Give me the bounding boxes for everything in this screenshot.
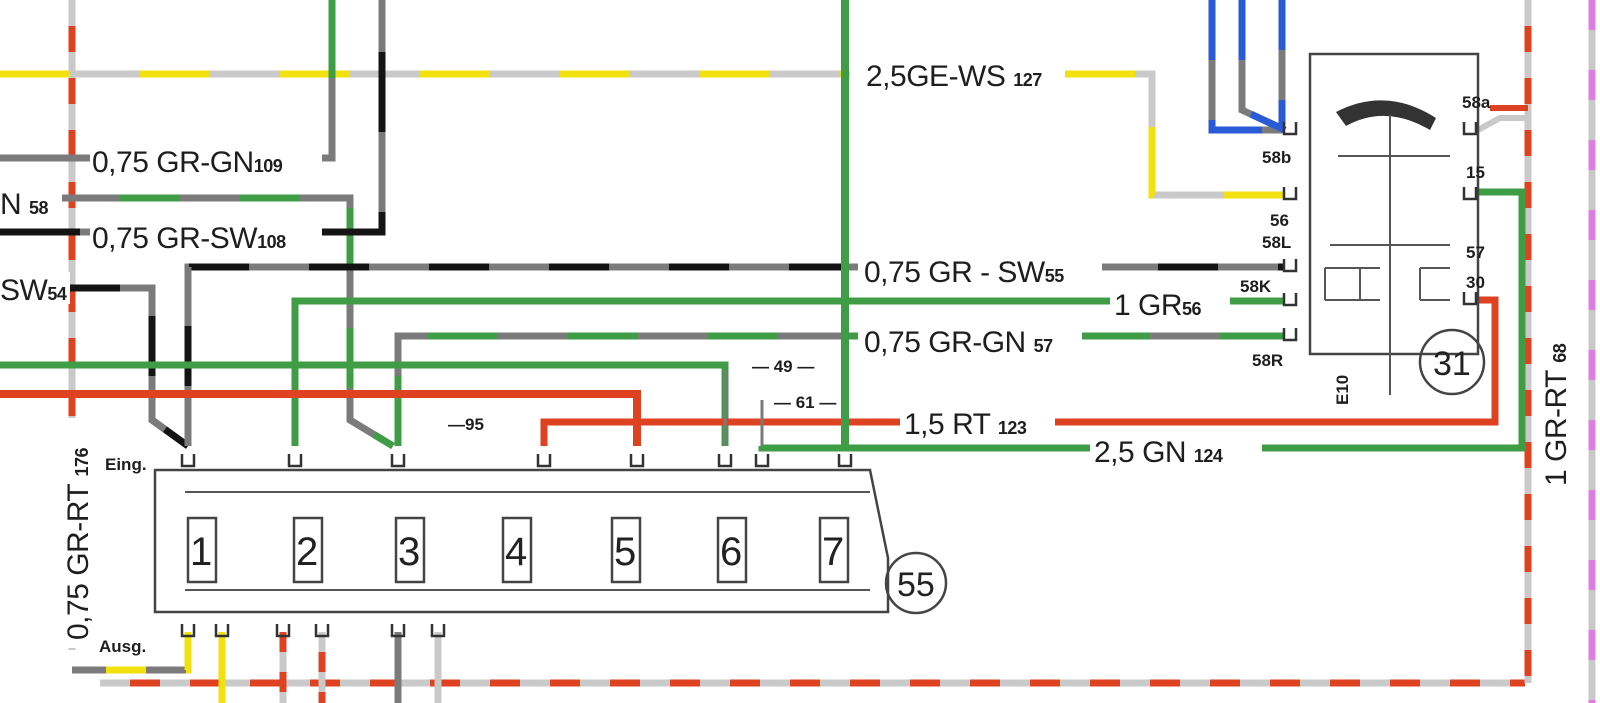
fuse-6: 6 xyxy=(716,516,748,584)
fuse-3-number: 3 xyxy=(398,530,420,574)
dimmer-terminal-5 xyxy=(1282,328,1298,342)
dimmer-terminal-7 xyxy=(1462,187,1478,201)
dimmer-terminal-1 xyxy=(1282,122,1298,136)
fuse-4-number: 4 xyxy=(505,530,527,574)
fuse-2-number: 2 xyxy=(296,530,318,574)
output-terminal-5 xyxy=(390,624,406,638)
fuse-1: 1 xyxy=(186,516,218,584)
output-terminal-4 xyxy=(314,624,330,638)
fuse-box: 1 2 3 4 5 6 7 55 Eing. Ausg. xyxy=(99,455,948,656)
wire-55 xyxy=(184,263,1285,446)
fuse-4: 4 xyxy=(501,516,533,584)
label-wire-108: 0,75 GR-SW108 xyxy=(92,222,286,255)
fusebox-output-label: Ausg. xyxy=(99,637,146,656)
input-terminal-6 xyxy=(717,454,733,468)
terminal-58k: 58K xyxy=(1240,277,1272,296)
label-wire-55: 0,75 GR - SW55 xyxy=(864,256,1064,289)
out-1 xyxy=(72,632,192,674)
label-wire-56: 1 GR56 xyxy=(1114,289,1202,322)
fuse-3: 3 xyxy=(394,516,426,584)
terminal-56: 56 xyxy=(1270,211,1289,230)
terminal-15: 15 xyxy=(1466,163,1485,182)
fuse-5: 5 xyxy=(610,516,642,584)
wire-124 xyxy=(758,188,1526,452)
wire-54 xyxy=(0,284,191,449)
input-terminal-2 xyxy=(287,454,303,468)
terminal-58b: 58b xyxy=(1262,148,1291,167)
fuse-1-number: 1 xyxy=(190,530,212,574)
wire-108 xyxy=(0,0,386,236)
label-wire-109: 0,75 GR-GN109 xyxy=(92,146,283,179)
label-wire-57: 0,75 GR-GN 57 xyxy=(864,326,1053,359)
label-wire-127: 2,5GE-WS 127 xyxy=(866,60,1042,93)
dimmer-terminal-2 xyxy=(1282,187,1298,201)
input-terminal-8 xyxy=(837,454,853,468)
label-wire-123: 1,5 RT 123 xyxy=(904,408,1027,441)
marker-95: —95 xyxy=(448,415,484,434)
wire-58b-1 xyxy=(1208,0,1285,134)
terminal-57: 57 xyxy=(1466,243,1485,262)
input-terminal-7 xyxy=(754,454,770,468)
label-wire-58: N 58 xyxy=(0,188,49,221)
input-terminal-1 xyxy=(180,454,196,468)
dimmer-terminal-6 xyxy=(1462,122,1478,136)
wire-labels: 2,5GE-WS 127 0,75 GR-GN109 N 58 0,75 GR-… xyxy=(0,56,1573,648)
wire-58 xyxy=(0,194,395,449)
dimmer-terminal-3 xyxy=(1282,259,1298,273)
output-terminal-1 xyxy=(180,624,196,638)
terminal-30: 30 xyxy=(1466,273,1485,292)
fusebox-id-badge: 55 xyxy=(897,566,935,604)
label-wire-54: SW54 xyxy=(0,274,67,307)
output-terminal-6 xyxy=(430,624,446,638)
dimmer-terminal-4 xyxy=(1282,293,1298,307)
input-terminal-3 xyxy=(390,454,406,468)
wire-58b-2 xyxy=(1238,0,1287,134)
wire-left-green xyxy=(0,361,729,446)
fuse-5-number: 5 xyxy=(614,530,636,574)
terminal-58a: 58a xyxy=(1462,93,1491,112)
dimmer-id-badge: 31 xyxy=(1433,345,1471,383)
label-wire-124: 2,5 GN 124 xyxy=(1094,436,1223,469)
terminal-58l: 58L xyxy=(1262,233,1291,252)
fuse-6-number: 6 xyxy=(720,530,742,574)
wire-57 xyxy=(394,332,1285,446)
fuse-7: 7 xyxy=(818,516,850,584)
e10-label: E10 xyxy=(1333,375,1352,405)
terminal-58r: 58R xyxy=(1252,351,1283,370)
marker-61: — 61 — xyxy=(774,393,836,412)
marker-49: — 49 — xyxy=(752,357,814,376)
wire-123 xyxy=(540,296,1499,446)
output-terminal-2 xyxy=(214,624,230,638)
wire-127 xyxy=(0,70,1285,199)
fusebox-input-label: Eing. xyxy=(105,455,147,474)
input-terminal-4 xyxy=(536,454,552,468)
wire-left-red xyxy=(0,390,641,446)
fuse-7-number: 7 xyxy=(822,530,844,574)
instrument-dimmer: 31 E10 58a 15 57 30 58b 56 58L 58K 58R xyxy=(1240,52,1491,405)
output-terminal-3 xyxy=(275,624,291,638)
label-wire-176: 0,75 GR-RT 176 xyxy=(62,448,95,640)
fuse-2: 2 xyxy=(292,516,324,584)
label-wire-68: 1 GR-RT 68 xyxy=(1540,343,1573,486)
dimmer-terminal-8 xyxy=(1462,292,1478,306)
wire-58a-feed xyxy=(1476,115,1528,133)
input-terminal-5 xyxy=(629,454,645,468)
connector-layer xyxy=(180,122,1478,638)
wire-109 xyxy=(0,0,336,162)
